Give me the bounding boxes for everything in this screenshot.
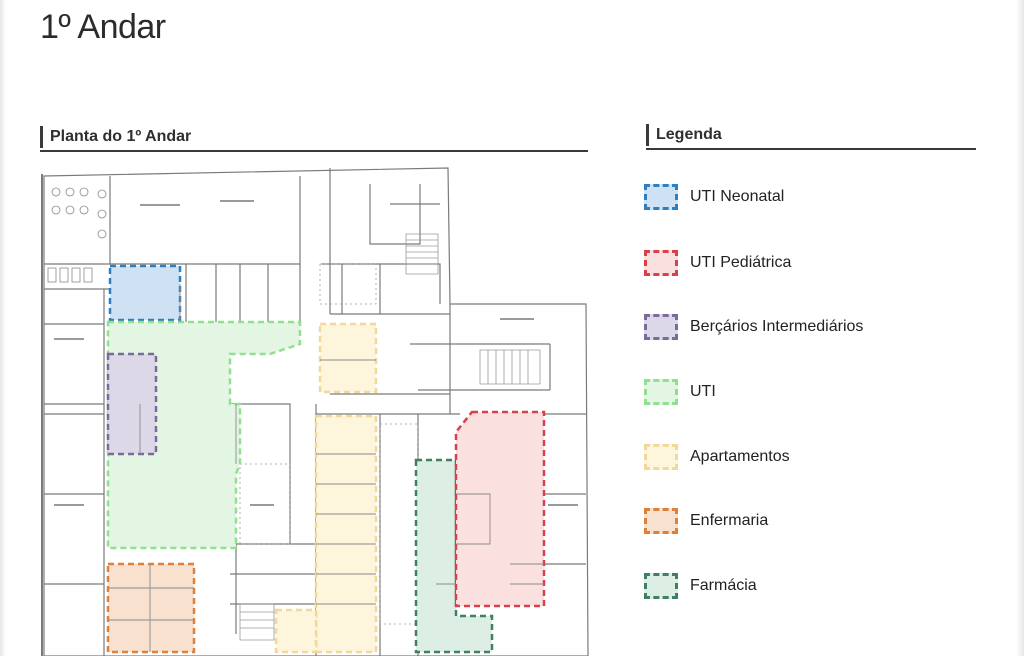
wc-fixtures: [47, 187, 107, 283]
legend-swatch-farmacia: [644, 573, 678, 599]
legend-swatch-apartamentos: [644, 444, 678, 470]
legend-swatch-enfermaria: [644, 508, 678, 534]
legend-item-bercarios: Berçários Intermediários: [644, 312, 944, 342]
legend-label-uti-pediatrica: UTI Pediátrica: [690, 254, 792, 271]
plan-section-header: Planta do 1º Andar: [40, 124, 588, 152]
legend-section-heading: Legenda: [656, 126, 722, 143]
legend-section-header: Legenda: [646, 122, 976, 150]
legend-label-apartamentos: Apartamentos: [690, 448, 790, 465]
floor-plan: [40, 164, 590, 661]
legend-item-farmacia: Farmácia: [644, 571, 944, 601]
legend-item-enfermaria: Enfermaria: [644, 506, 944, 536]
zone-bercarios: [106, 352, 158, 456]
legend-swatch-uti-pediatrica: [644, 250, 678, 276]
legend-label-uti: UTI: [690, 383, 716, 400]
legend-label-enfermaria: Enfermaria: [690, 512, 769, 529]
zone-enfermaria: [106, 562, 196, 654]
window-edge-right: [1016, 0, 1024, 656]
floor-plan-drawing: [41, 167, 589, 657]
legend-item-uti-neonatal: UTI Neonatal: [644, 182, 944, 212]
zone-uti-pediatrica: [454, 410, 546, 608]
zone-apartamentos-2: [314, 414, 378, 654]
zone-apartamentos-1: [318, 322, 378, 394]
legend-swatch-uti-neonatal: [644, 184, 678, 210]
legend-item-apartamentos: Apartamentos: [644, 442, 944, 472]
window-edge-left: [0, 0, 6, 656]
legend-swatch-uti: [644, 379, 678, 405]
legend-label-bercarios: Berçários Intermediários: [690, 318, 864, 335]
plan-header-bar: [40, 126, 43, 148]
legend-item-uti: UTI: [644, 377, 944, 407]
zone-apartamentos-3: [274, 608, 318, 654]
page-title: 1º Andar: [40, 8, 166, 46]
legend-swatch-bercarios: [644, 314, 678, 340]
stair-cores: [239, 233, 541, 641]
legend-item-uti-pediatrica: UTI Pediátrica: [644, 248, 944, 278]
room-partitions: [108, 284, 544, 652]
legend-label-uti-neonatal: UTI Neonatal: [690, 188, 785, 205]
zone-uti-neonatal: [108, 264, 182, 322]
legend-header-bar: [646, 124, 649, 146]
plan-section-heading: Planta do 1º Andar: [50, 128, 192, 145]
legend-label-farmacia: Farmácia: [690, 577, 757, 594]
